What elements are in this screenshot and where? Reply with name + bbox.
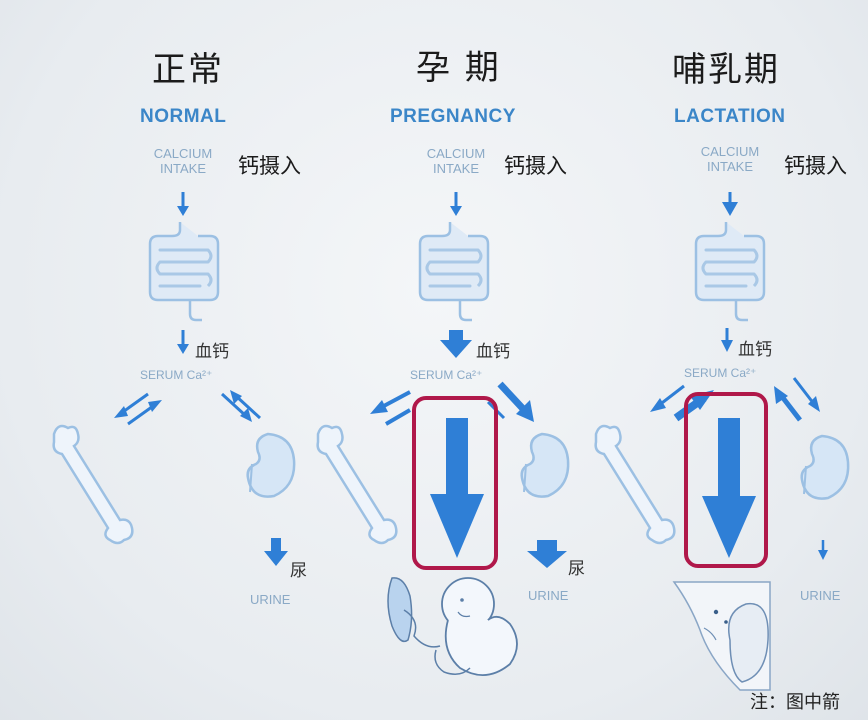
pregnancy-absorb-arrow-head: [440, 340, 472, 358]
normal-intake-en-line2: INTAKE: [160, 161, 206, 176]
normal-bone-out-arrowhead: [114, 406, 128, 418]
normal-urine-arrow-head: [264, 551, 288, 566]
lactation-intake-arrow-head: [722, 202, 738, 216]
normal-absorb-arrow-head: [177, 344, 189, 354]
lactation-milk-arrow-head: [702, 496, 756, 558]
pregnancy-highlight-box: [412, 396, 498, 570]
pregnancy-blood-zh: 血钙: [476, 342, 510, 362]
lactation-kidney-out-arrowhead: [808, 396, 820, 412]
fetus-illustration: [387, 577, 518, 676]
pregnancy-intake-en-line2: INTAKE: [433, 161, 479, 176]
pregnancy-column-graphics: [316, 192, 570, 676]
lactation-bone: [594, 424, 676, 545]
lactation-bone-out-arrowhead: [650, 398, 666, 412]
lactation-column-graphics: [594, 192, 850, 691]
lactation-intake-en-line2: INTAKE: [707, 159, 753, 174]
pregnancy-kidney: [520, 432, 570, 498]
lactation-zh-title: 哺乳期: [672, 50, 780, 90]
normal-serum-label: SERUM Ca²⁺: [140, 368, 213, 382]
pregnancy-intake-en: CALCIUM INTAKE: [418, 146, 494, 176]
normal-intake-arrow-head: [177, 206, 189, 216]
pregnancy-urine-zh: 尿: [568, 559, 585, 579]
normal-kidney-in-arrow: [234, 394, 262, 420]
lactation-blood-zh: 血钙: [738, 340, 772, 360]
normal-en-title: NORMAL: [140, 106, 227, 127]
lactation-kidney: [800, 434, 850, 500]
pregnancy-bone-out-arrow: [379, 390, 411, 410]
normal-bone: [52, 424, 134, 545]
normal-kidney-out-arrowhead: [240, 408, 252, 422]
pregnancy-absorb-arrow-shaft: [449, 330, 463, 342]
lactation-urine-en: URINE: [800, 588, 841, 603]
pregnancy-urine-en: URINE: [528, 588, 569, 603]
normal-urine-en: URINE: [250, 592, 291, 607]
normal-column-graphics: [52, 192, 296, 566]
pregnancy-urine-arrow-shaft: [537, 540, 557, 552]
lactation-gut: [694, 220, 766, 322]
pregnancy-en-title: PREGNANCY: [390, 106, 516, 127]
normal-bone-in-arrowhead: [148, 400, 162, 412]
pregnancy-intake-zh: 钙摄入: [504, 154, 567, 178]
pregnancy-kidney-out-arrow: [497, 381, 529, 415]
lactation-urine-arrow-head: [818, 550, 828, 560]
normal-intake-en: CALCIUM INTAKE: [146, 146, 220, 176]
lactation-milk-arrow-shaft: [718, 418, 740, 498]
lactation-kidney-out-arrow: [792, 377, 816, 405]
pregnancy-bone-out-arrowhead: [370, 400, 388, 414]
normal-zh-title: 正常: [152, 50, 224, 90]
footer-note: 注：图中箭: [750, 692, 840, 713]
pregnancy-fetus-arrow-shaft: [446, 418, 468, 496]
pregnancy-fetus-arrow-head: [430, 494, 484, 558]
pregnancy-gut: [418, 220, 490, 322]
pregnancy-bone-in-arrow: [384, 408, 412, 426]
normal-kidney: [246, 432, 296, 498]
lactation-absorb-arrow-head: [721, 340, 733, 352]
normal-gut: [148, 220, 220, 322]
pregnancy-serum-label: SERUM Ca²⁺: [410, 368, 483, 382]
lactation-serum-label: SERUM Ca²⁺: [684, 366, 757, 380]
normal-intake-zh: 钙摄入: [238, 154, 301, 178]
normal-kidney-in-arrowhead: [230, 390, 242, 404]
lactation-kidney-in-arrowhead: [774, 386, 788, 404]
lactation-intake-en: CALCIUM INTAKE: [690, 144, 770, 174]
normal-kidney-out-arrow: [220, 392, 248, 418]
pregnancy-zh-title: 孕 期: [416, 48, 501, 88]
normal-urine-zh: 尿: [290, 561, 307, 581]
lactation-intake-zh: 钙摄入: [784, 154, 847, 178]
breastfeeding-illustration: [672, 581, 771, 691]
normal-intake-en-line1: CALCIUM: [153, 146, 213, 161]
pregnancy-urine-arrow-head: [527, 551, 567, 568]
lactation-intake-en-line1: CALCIUM: [700, 144, 760, 159]
normal-urine-arrow-shaft: [271, 538, 281, 552]
lactation-highlight-box: [684, 392, 768, 568]
pregnancy-intake-en-line1: CALCIUM: [426, 146, 486, 161]
pregnancy-kidney-out-arrowhead: [516, 400, 534, 422]
normal-blood-zh: 血钙: [195, 342, 229, 362]
lactation-en-title: LACTATION: [674, 106, 786, 127]
pregnancy-bone: [316, 424, 398, 545]
pregnancy-intake-arrow-head: [450, 206, 462, 216]
